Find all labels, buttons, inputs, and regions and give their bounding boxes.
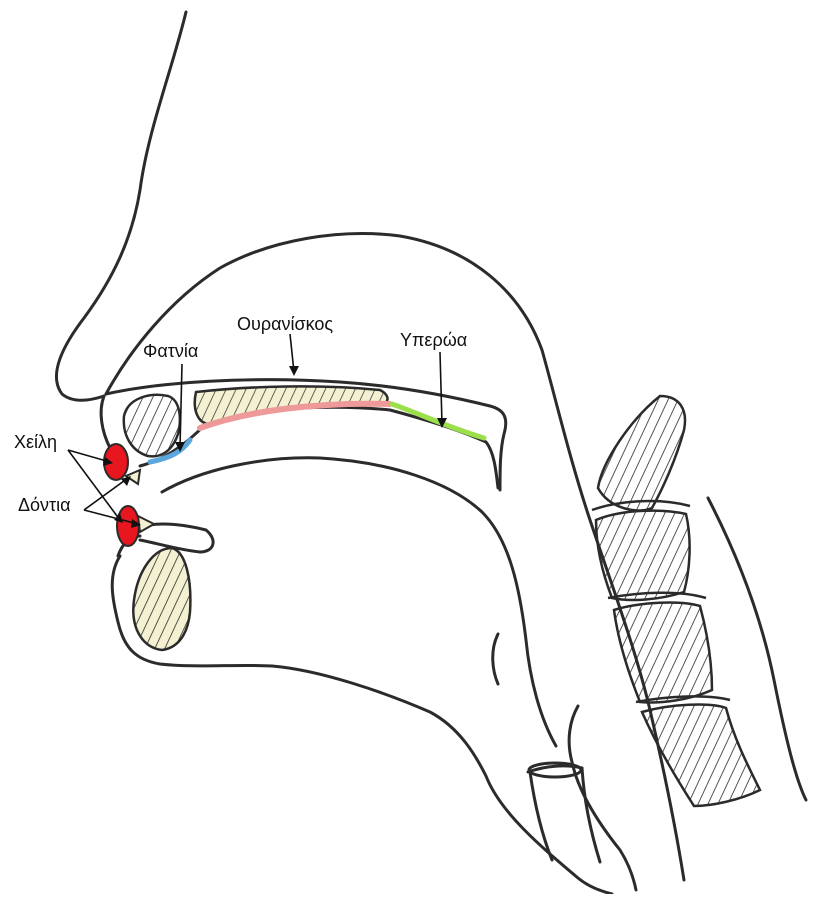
tongue-top <box>162 458 556 746</box>
label-yperoa: Υπερώα <box>400 330 467 351</box>
lower-tooth <box>138 516 154 532</box>
vertebra <box>614 603 712 703</box>
label-dontia: Δόντια <box>18 495 71 516</box>
soft-palate-strip <box>392 404 484 438</box>
spine <box>596 396 760 806</box>
yperoa-arrow <box>440 352 442 424</box>
label-ouraniskos: Ουρανίσκος <box>237 314 333 335</box>
dontia-arrow-upper <box>84 478 128 510</box>
upper-jaw-bone <box>124 395 180 457</box>
epiglottis <box>493 634 498 684</box>
fatnia-arrow <box>180 364 182 448</box>
upper-lip-outline <box>101 396 110 448</box>
vertebra <box>596 511 690 600</box>
pharynx-back-wall <box>569 706 636 890</box>
label-fatnia: Φατνία <box>143 341 198 362</box>
vertebra <box>598 396 685 511</box>
nasal-cavity-dome <box>106 234 684 880</box>
label-xeili: Χείλη <box>14 432 57 453</box>
